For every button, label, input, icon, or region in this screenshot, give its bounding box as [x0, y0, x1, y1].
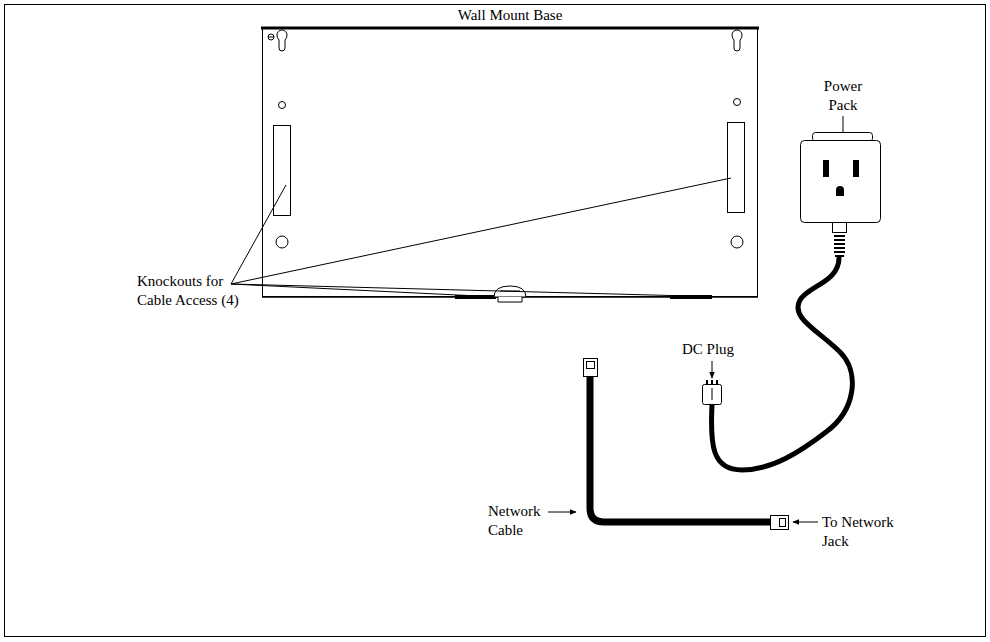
dc-plug	[703, 385, 722, 405]
pointer-arrow	[793, 522, 818, 523]
mount-hole	[731, 236, 743, 248]
grommet	[498, 297, 522, 302]
part-label: Network Cable	[488, 502, 550, 540]
pointer-arrow	[548, 512, 576, 513]
part-label: To Network Jack	[822, 513, 906, 551]
leader-line	[843, 116, 844, 132]
rj-connector	[584, 359, 598, 377]
strain-relief	[834, 236, 845, 256]
base-plate	[263, 29, 758, 297]
leader-line	[231, 284, 478, 296]
part-label: Wall Mount Base	[380, 6, 640, 25]
pointer-arrow	[712, 361, 713, 378]
part-label: DC Plug	[682, 340, 752, 359]
leader-line	[231, 185, 286, 284]
power-pack-body	[801, 141, 881, 223]
keyhole-slot	[277, 30, 287, 51]
side-knockout	[728, 123, 745, 213]
dc-plug	[712, 388, 713, 400]
outlet-slot	[853, 160, 859, 177]
part-label: Power Pack	[815, 77, 871, 115]
strain-relief	[833, 223, 847, 233]
rj-connector	[587, 362, 595, 369]
small-hole	[734, 99, 741, 106]
leader-line	[231, 178, 731, 284]
small-hole	[279, 102, 286, 109]
leader-line	[231, 284, 690, 296]
rj-connector	[771, 516, 789, 530]
power-cord	[711, 258, 852, 470]
dc-plug	[711, 380, 713, 385]
dc-plug	[716, 380, 718, 385]
screw-mark	[268, 37, 274, 38]
dc-plug	[706, 380, 708, 385]
rj-connector	[780, 519, 786, 527]
outlet-slot	[823, 160, 829, 177]
base-top-flange	[261, 27, 759, 30]
keyhole-slot	[732, 30, 742, 51]
network-cable	[590, 376, 770, 522]
part-label: Knockouts for Cable Access (4)	[137, 272, 249, 310]
outlet-ground	[836, 186, 844, 196]
figure-frame	[5, 5, 986, 637]
screw-mark	[268, 34, 274, 40]
mount-hole	[276, 236, 288, 248]
